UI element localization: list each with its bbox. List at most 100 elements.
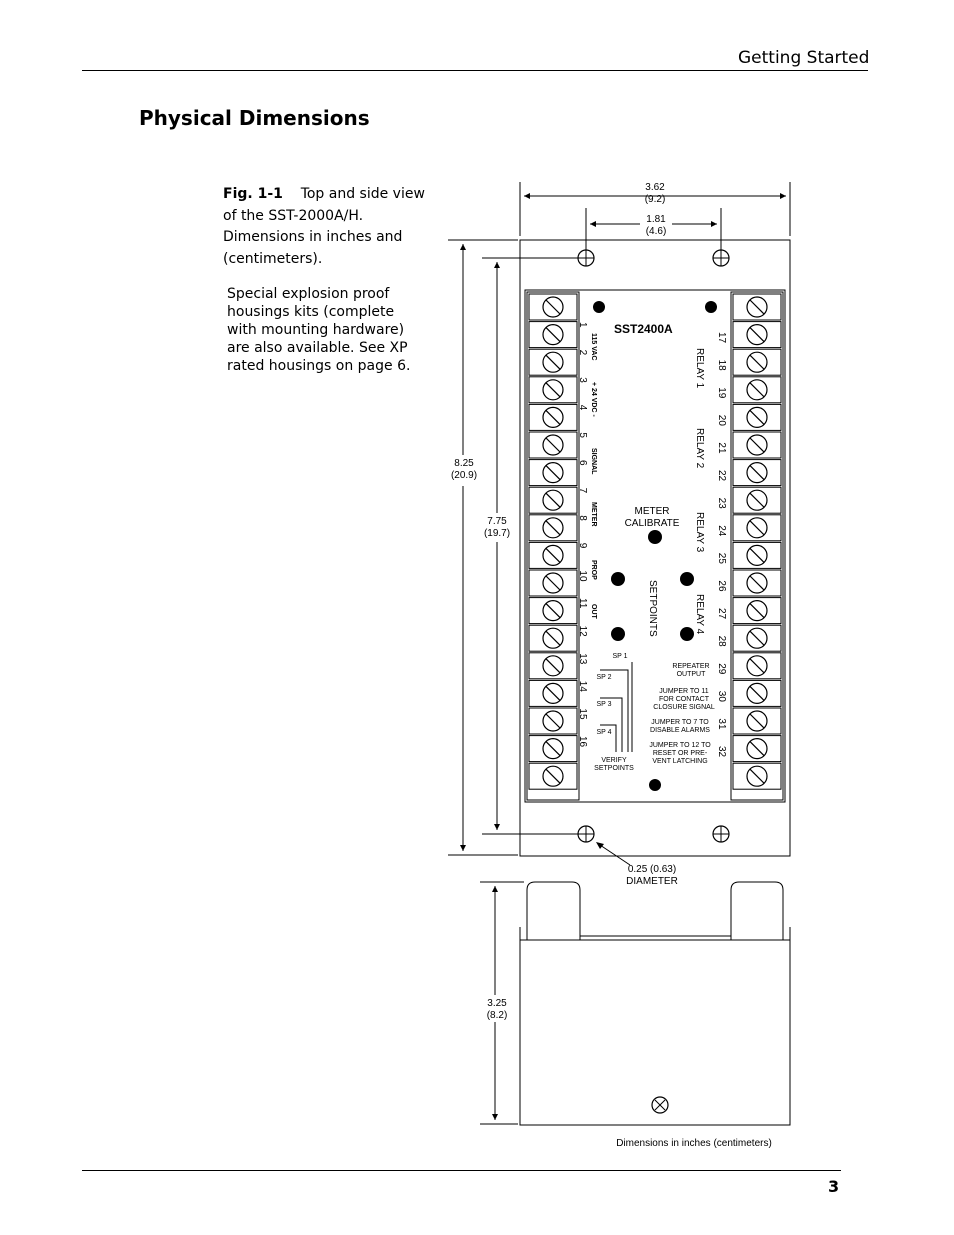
figure-label: Fig. 1-1 bbox=[223, 186, 283, 202]
relay1-label: RELAY 1 bbox=[694, 348, 705, 389]
right-terminal-strip bbox=[730, 291, 784, 801]
right-screw-slot bbox=[749, 354, 765, 370]
left-screw-slot bbox=[545, 768, 561, 784]
right-screw-slot bbox=[749, 658, 765, 674]
setpoint-1-pot bbox=[611, 572, 625, 586]
terminal-number-right: 21 bbox=[716, 442, 727, 454]
terminal-number-left: 2 bbox=[577, 350, 588, 356]
relay3-label: RELAY 3 bbox=[694, 512, 705, 553]
left-out-label: OUT bbox=[590, 604, 597, 620]
jumper7-label-1: JUMPER TO 7 TO bbox=[651, 719, 709, 726]
left-terminal-strip bbox=[526, 291, 580, 801]
jumper11-label-2: FOR CONTACT bbox=[659, 696, 710, 703]
sp1-label: SP 1 bbox=[612, 653, 627, 660]
header-rule bbox=[82, 70, 868, 71]
right-screw-slot bbox=[749, 437, 765, 453]
terminal-number-right: 23 bbox=[716, 498, 727, 510]
terminal-number-right: 31 bbox=[716, 718, 727, 730]
meter-calibrate-label-1: METER bbox=[635, 506, 670, 517]
side-tab-right bbox=[730, 881, 784, 941]
dim-width-inner: 1.81 bbox=[646, 214, 666, 225]
jumper12-label-2: RESET OR PRE- bbox=[653, 750, 708, 757]
dim-height-outer: 8.25 bbox=[454, 458, 474, 469]
jumper11-label-1: JUMPER TO 11 bbox=[659, 688, 709, 695]
board-hole-top-left bbox=[593, 301, 605, 313]
figure-note: Special explosion proof housings kits (c… bbox=[227, 286, 411, 374]
board-hole-bottom bbox=[649, 779, 661, 791]
setpoints-label: SETPOINTS bbox=[647, 580, 658, 637]
left-screw-slot bbox=[545, 603, 561, 619]
terminal-number-right: 18 bbox=[716, 360, 727, 372]
setpoint-2-pot bbox=[680, 572, 694, 586]
dimension-drawing: 3.62 (9.2) 1.81 (4.6) 8.25 (20.9) 7.75 (… bbox=[448, 182, 791, 1149]
left-terminal-screws bbox=[528, 293, 578, 790]
setpoint-3-pot bbox=[680, 627, 694, 641]
right-screw-slot bbox=[749, 382, 765, 398]
jumper12-label-3: VENT LATCHING bbox=[652, 758, 707, 765]
right-screw-slot bbox=[749, 741, 765, 757]
left-screw-slot bbox=[545, 354, 561, 370]
terminal-number-right: 25 bbox=[716, 553, 727, 565]
terminal-number-left: 3 bbox=[577, 377, 588, 383]
right-screw-slot bbox=[749, 685, 765, 701]
right-terminal-screws bbox=[732, 293, 782, 790]
terminal-number-left: 10 bbox=[577, 570, 588, 582]
left-screw-slot bbox=[545, 437, 561, 453]
terminal-number-left: 15 bbox=[577, 708, 588, 720]
right-screw-slot bbox=[749, 630, 765, 646]
setpoint-4-pot bbox=[611, 627, 625, 641]
left-screw-slot bbox=[545, 658, 561, 674]
sp4-label: SP 4 bbox=[596, 729, 611, 736]
jumper12-label-1: JUMPER TO 12 TO bbox=[649, 742, 711, 749]
side-tab-left bbox=[526, 881, 581, 941]
terminal-number-right: 30 bbox=[716, 691, 727, 703]
right-screw-slot bbox=[749, 547, 765, 563]
terminal-number-left: 8 bbox=[577, 515, 588, 521]
terminal-number-right: 24 bbox=[716, 525, 727, 537]
terminal-number-right: 27 bbox=[716, 608, 727, 620]
terminal-number-left: 14 bbox=[577, 681, 588, 693]
page-number: 3 bbox=[828, 1177, 840, 1196]
terminal-number-right: 20 bbox=[716, 415, 727, 427]
right-screw-slot bbox=[749, 327, 765, 343]
left-screw-slot bbox=[545, 713, 561, 729]
terminal-number-right: 22 bbox=[716, 470, 727, 482]
side-view-outline bbox=[519, 939, 791, 1126]
relay4-label: RELAY 4 bbox=[694, 594, 705, 635]
meter-calibrate-label-2: CALIBRATE bbox=[625, 518, 680, 529]
right-screw-slot bbox=[749, 603, 765, 619]
right-screw-slot bbox=[749, 409, 765, 425]
terminal-number-left: 9 bbox=[577, 543, 588, 549]
right-screw-slot bbox=[749, 520, 765, 536]
section-title: Physical Dimensions bbox=[139, 106, 370, 130]
dim-depth: 3.25 bbox=[487, 998, 507, 1009]
left-screw-slot bbox=[545, 299, 561, 315]
footer-rule bbox=[82, 1170, 841, 1171]
sp3-label: SP 3 bbox=[596, 701, 611, 708]
left-screw-slot bbox=[545, 575, 561, 591]
running-header: Getting Started bbox=[738, 48, 870, 68]
left-screw-slot bbox=[545, 327, 561, 343]
left-screw-slot bbox=[545, 520, 561, 536]
dim-hole: 0.25 (0.63) bbox=[628, 864, 676, 875]
terminal-number-left: 11 bbox=[577, 598, 588, 609]
dim-height-inner: 7.75 bbox=[487, 516, 507, 527]
terminal-number-left: 7 bbox=[577, 488, 588, 494]
right-screw-slot bbox=[749, 768, 765, 784]
left-screw-slot bbox=[545, 547, 561, 563]
left-screw-slot bbox=[545, 409, 561, 425]
left-screw-slot bbox=[545, 685, 561, 701]
terminal-number-right: 17 bbox=[716, 332, 727, 344]
dim-depth-cm: (8.2) bbox=[487, 1010, 508, 1021]
left-screw-slot bbox=[545, 382, 561, 398]
terminal-number-right: 32 bbox=[716, 746, 727, 758]
figure-caption: Fig. 1-1 Top and side view of the SST-20… bbox=[223, 184, 438, 270]
sp2-label: SP 2 bbox=[596, 674, 611, 681]
relay2-label: RELAY 2 bbox=[694, 428, 705, 469]
terminal-number-right: 19 bbox=[716, 387, 727, 399]
right-screw-slot bbox=[749, 465, 765, 481]
terminal-number-left: 6 bbox=[577, 460, 588, 466]
left-vac-label: 115 VAC bbox=[590, 333, 597, 361]
